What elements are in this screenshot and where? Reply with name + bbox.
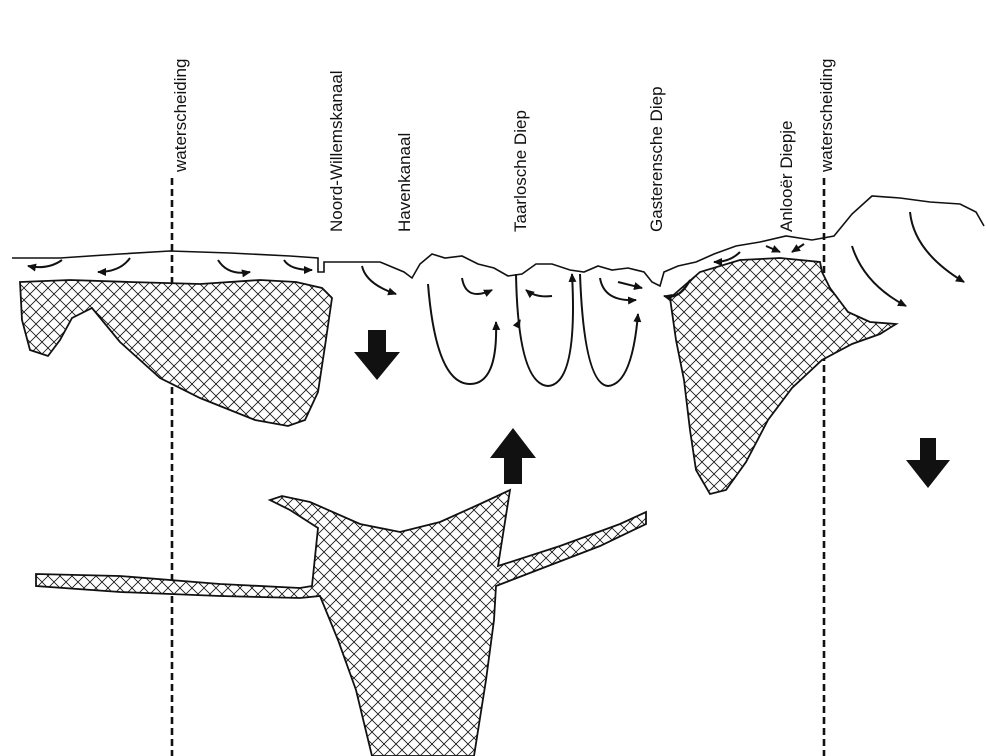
flow-arrow-7 (462, 278, 492, 294)
flow-arrow-19 (910, 212, 964, 282)
watershed-label-right: waterscheiding (817, 59, 836, 173)
boulder-clay-bottom (36, 490, 646, 756)
taarlosche-diep-label: Taarlosche Diep (511, 110, 530, 232)
flow-arrow-1 (28, 260, 62, 267)
watershed-label-left: waterscheiding (171, 59, 190, 173)
noord-willemskanaal-label: Noord-Willemskanaal (327, 70, 346, 232)
down-arrow-icon (906, 438, 950, 488)
flow-arrow-2 (98, 258, 130, 272)
flow-arrow-16 (766, 246, 780, 252)
flow-arrow-12 (600, 278, 636, 300)
flow-arrow-5 (362, 266, 396, 294)
flow-arrow-3 (218, 260, 250, 273)
down-arrow-icon (354, 330, 400, 380)
flow-arrow-10 (526, 290, 552, 296)
flow-arrow-11 (580, 274, 638, 386)
flow-arrow-18 (852, 246, 906, 306)
up-arrow-icon (490, 428, 536, 484)
anlooer-diepje-label: Anlooër Diepje (777, 120, 796, 232)
clay-layer-left (20, 280, 332, 426)
gasterensche-diep-label: Gasterensche Diep (647, 86, 666, 232)
flow-arrow-17 (792, 244, 804, 252)
flow-arrow-4 (284, 260, 312, 270)
flow-arrow-13 (618, 282, 642, 288)
clay-layer-right (670, 258, 896, 494)
flow-arrow-6 (428, 284, 496, 384)
flow-arrow-8 (516, 274, 573, 386)
havenkanaal-label: Havenkanaal (395, 133, 414, 232)
ground-surface-line (12, 196, 984, 286)
